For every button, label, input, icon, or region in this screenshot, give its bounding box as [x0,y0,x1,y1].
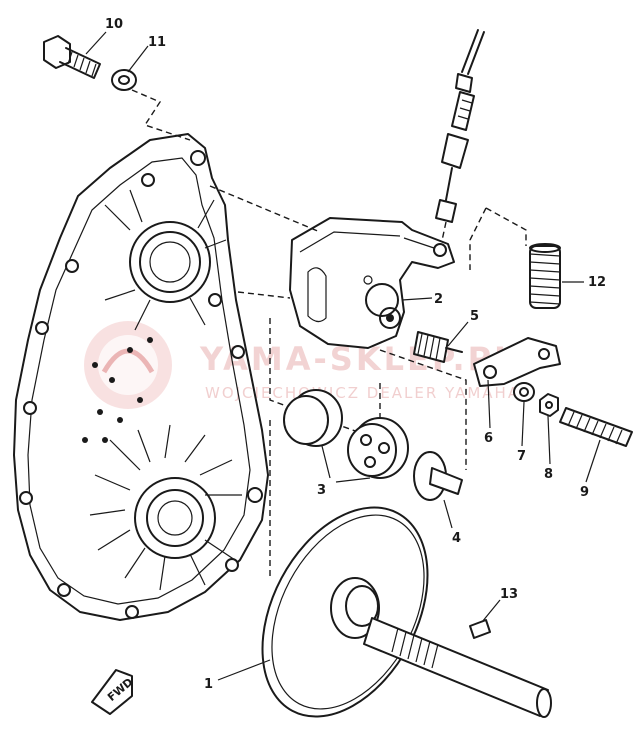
part-4-disc-shaft [413,451,463,501]
callout-12: 12 [588,275,606,290]
part-9-rod [559,407,633,447]
callout-10: 10 [105,17,123,32]
callouts: 10 11 2 5 12 3 4 6 7 8 9 13 1 [105,17,606,692]
cover-bolt-holes [19,150,263,619]
callout-4: 4 [452,531,461,546]
callout-6: 6 [484,431,493,446]
part-3-rollers [283,389,409,479]
part-3-roller-a [283,389,343,447]
callout-1: 1 [204,677,213,692]
part-8-nut [539,393,559,417]
part-7-washer [513,382,535,402]
callout-7: 7 [517,449,526,464]
callout-13: 13 [500,587,518,602]
callout-9: 9 [580,485,589,500]
part-5-worm-gear [413,331,463,363]
callout-2: 2 [434,292,443,307]
part-12-spring [529,243,561,309]
crankcase-cover [13,133,269,621]
control-cable [435,29,485,223]
cover-small-holes [82,337,153,443]
forward-direction-marker-icon: FWD [91,669,135,715]
callout-8: 8 [544,467,553,482]
part-13-key [469,619,491,639]
part-10-bolt [43,35,101,79]
leader-lines [85,31,601,681]
callout-5: 5 [470,309,479,324]
part-1-pulley-disc [261,506,552,718]
callout-3: 3 [317,483,326,498]
watermark-subtitle: WOJCIECHOWICZ DEALER YAMAHA [205,384,520,402]
callout-11: 11 [148,35,166,50]
part-6-link-plate [473,337,561,387]
part-3-roller-b [347,417,409,479]
part-11-washer [111,69,137,91]
part-2-lever-housing [289,217,455,349]
